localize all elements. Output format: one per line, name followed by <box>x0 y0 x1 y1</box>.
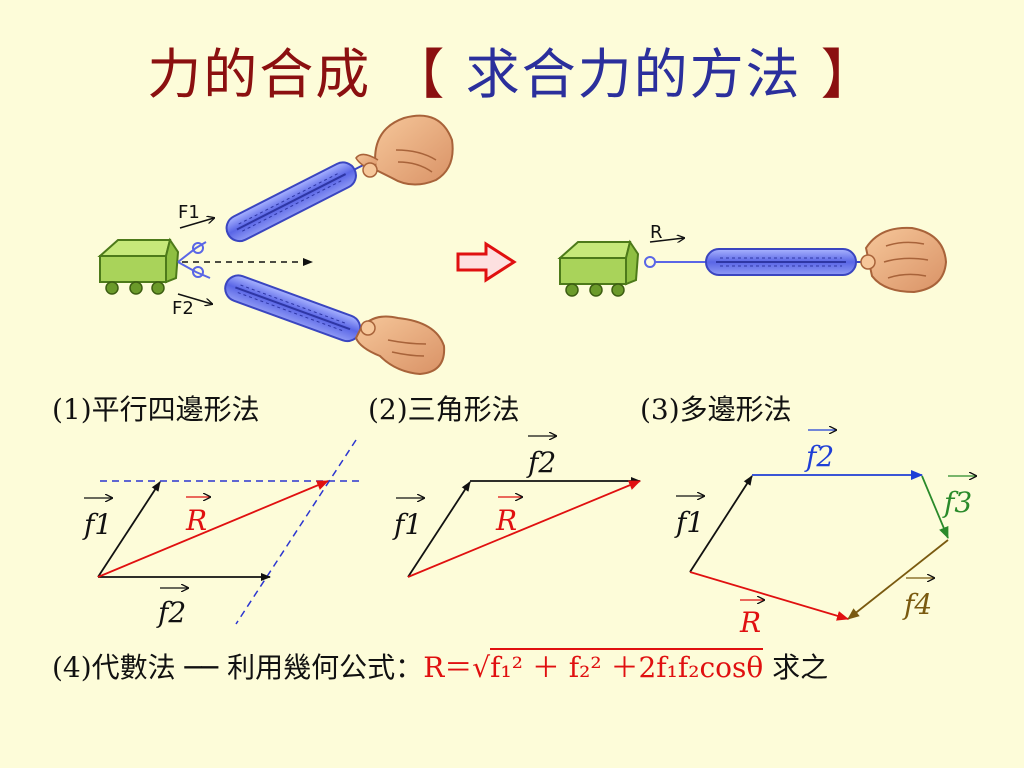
label-f1-polygon: f1 <box>674 506 704 539</box>
cart-left <box>97 237 180 295</box>
formula-suffix: 求之 <box>763 651 829 684</box>
label-F1-top: F1 <box>178 202 200 223</box>
label-R-triangle: R <box>495 504 517 537</box>
method-3-label: (3)多邊形法 <box>640 393 792 426</box>
page-title: 力的合成 【 求合力的方法 】 <box>0 30 1024 109</box>
formula-sqrt-sign: √ <box>472 651 491 684</box>
label-R-polygon: R <box>739 606 761 639</box>
title-bracket-close: 】 <box>820 43 877 106</box>
formula-lhs: R＝ <box>423 651 473 684</box>
formula-line: (4)代數法 ── 利用幾何公式：R＝√f₁² ＋ f₂² ＋2f₁f₂cosθ… <box>52 646 828 686</box>
cart-right <box>557 239 640 297</box>
method-2-label: (2)三角形法 <box>368 393 520 426</box>
spring-upper <box>225 161 370 243</box>
label-f3-polygon: f3 <box>942 486 972 519</box>
title-part2: 求合力的方法 <box>465 43 802 106</box>
label-R-parallelogram: R <box>185 504 207 537</box>
arrow-F1-top <box>179 218 214 229</box>
label-F2-top: F2 <box>172 298 194 319</box>
label-f4-polygon: f4 <box>902 588 932 621</box>
label-R-top: R <box>650 222 663 243</box>
label-f1-parallelogram: f1 <box>82 508 112 541</box>
label-f2-polygon: f2 <box>804 440 834 473</box>
formula-radicand: f₁² ＋ f₂² ＋2f₁f₂cosθ <box>490 648 764 684</box>
label-f1-triangle: f1 <box>392 508 422 541</box>
hooks-left <box>177 241 211 279</box>
hook-right <box>644 256 656 268</box>
label-f2-parallelogram: f2 <box>156 596 186 629</box>
title-bracket-open: 【 <box>390 43 447 106</box>
transform-arrow-icon <box>456 241 517 283</box>
diagram-parallelogram <box>97 439 364 625</box>
vector-overbars <box>84 430 976 600</box>
hand-right <box>860 226 948 294</box>
label-f2-triangle: f2 <box>526 446 556 479</box>
title-part1: 力的合成 <box>147 43 372 106</box>
formula-prefix: (4)代數法 ── 利用幾何公式： <box>52 651 424 684</box>
hand-upper <box>355 114 454 186</box>
diagram-polygon <box>689 470 949 621</box>
method-1-label: (1)平行四邊形法 <box>52 393 260 426</box>
arrow-F2-top <box>177 293 212 304</box>
hand-lower <box>354 315 446 376</box>
arrow-R-top <box>649 238 684 242</box>
diagram-triangle <box>407 477 641 578</box>
spring-right <box>705 248 866 276</box>
